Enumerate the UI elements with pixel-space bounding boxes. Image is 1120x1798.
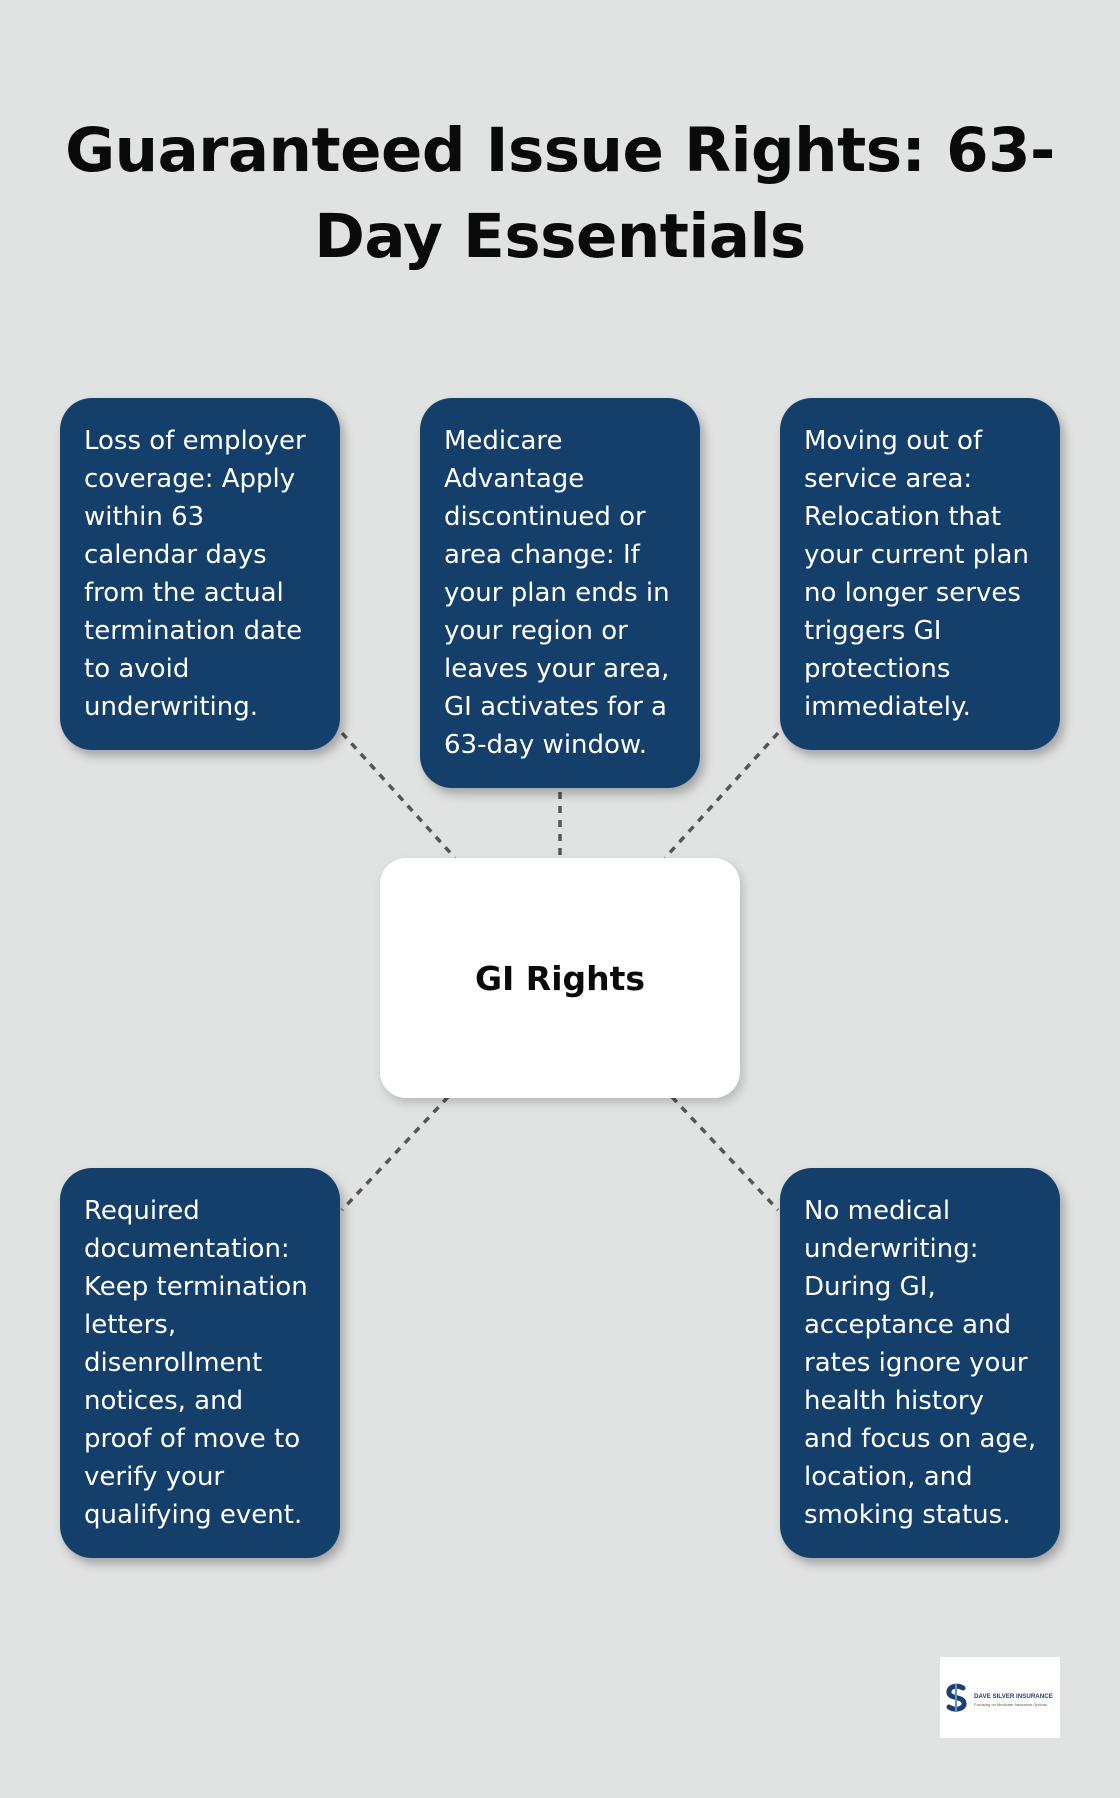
page-title: Guaranteed Issue Rights: 63-Day Essentia…: [65, 115, 1055, 272]
company-logo: DAVE SILVER INSURANCE Focusing on Medica…: [940, 1657, 1060, 1738]
connector-line-top-right: [663, 731, 780, 860]
card-text: Medicare Advantage discontinued or area …: [444, 426, 670, 760]
card-required-documentation: Required documentation: Keep termination…: [60, 1168, 340, 1558]
connector-line-bottom-left: [340, 1095, 450, 1212]
logo-name: DAVE SILVER INSURANCE: [974, 1693, 1053, 1700]
center-label: GI Rights: [474, 958, 646, 998]
connector-line-bottom-right: [670, 1095, 780, 1212]
center-node: GI Rights: [380, 858, 740, 1098]
card-text: Required documentation: Keep termination…: [84, 1196, 308, 1530]
card-moving-service-area: Moving out of service area: Relocation t…: [780, 398, 1060, 750]
card-text: Loss of employer coverage: Apply within …: [84, 426, 306, 722]
logo-tagline: Focusing on Medicare Insurance Options: [974, 1702, 1047, 1707]
logo-mark-icon: DAVE SILVER INSURANCE Focusing on Medica…: [944, 1683, 1053, 1712]
card-no-medical-underwriting: No medical underwriting: During GI, acce…: [780, 1168, 1060, 1558]
card-employer-coverage: Loss of employer coverage: Apply within …: [60, 398, 340, 750]
connector-line-top-left: [340, 731, 457, 860]
card-text: No medical underwriting: During GI, acce…: [804, 1196, 1037, 1530]
card-medicare-advantage: Medicare Advantage discontinued or area …: [420, 398, 700, 788]
card-text: Moving out of service area: Relocation t…: [804, 426, 1029, 722]
